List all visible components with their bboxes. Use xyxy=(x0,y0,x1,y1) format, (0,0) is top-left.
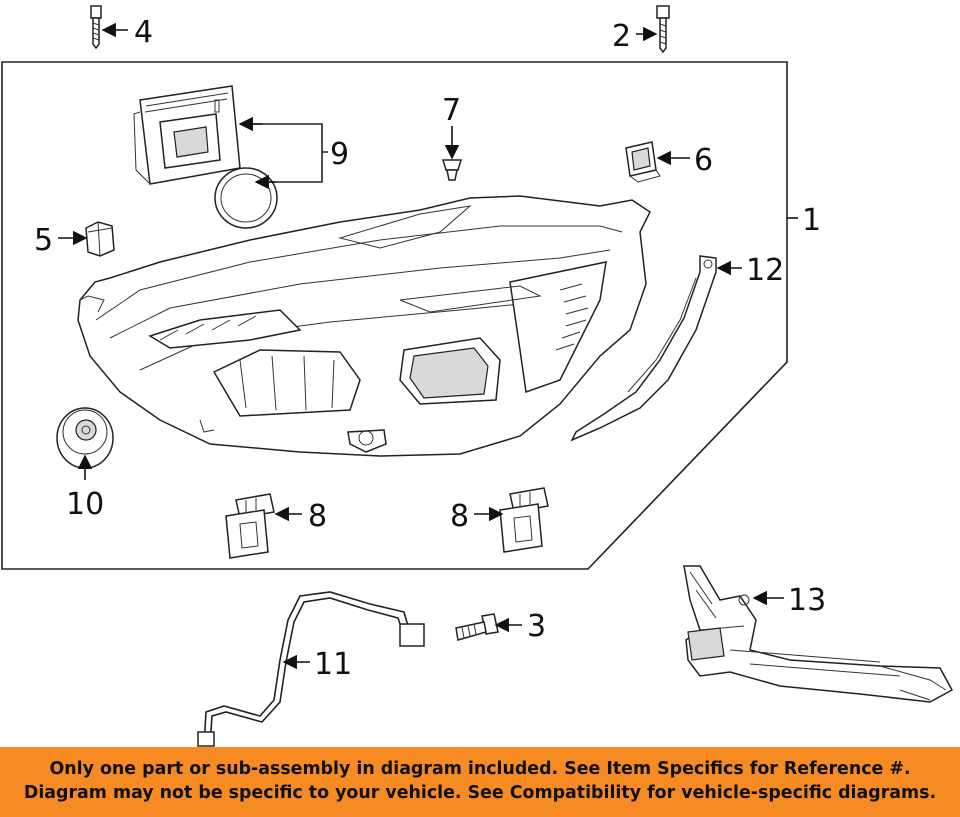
bracket-part-13 xyxy=(683,565,954,703)
callout-7: 7 xyxy=(442,93,461,128)
clip-part-7 xyxy=(441,159,463,181)
bolt-part-4 xyxy=(90,5,102,50)
callout-8-left: 8 xyxy=(308,499,327,534)
socket-part-8-right xyxy=(499,487,549,553)
callout-9: 9 xyxy=(330,137,349,172)
callout-11: 11 xyxy=(314,647,352,682)
callout-8-right: 8 xyxy=(450,499,469,534)
seal-ring-part-9 xyxy=(214,167,278,229)
seal-ring-inner xyxy=(220,173,272,223)
callout-1: 1 xyxy=(802,203,821,238)
leader-9 xyxy=(244,123,328,183)
bolt-part-3 xyxy=(455,613,499,641)
headlamp-parts-diagram: 4 2 7 9 6 5 1 12 10 8 8 13 3 11 xyxy=(1,5,954,747)
callout-12: 12 xyxy=(746,253,784,288)
callout-2: 2 xyxy=(612,19,631,54)
headlamp-assembly-part-1 xyxy=(77,195,651,457)
assembly-boundary xyxy=(1,61,788,570)
disclaimer-banner: Only one part or sub-assembly in diagram… xyxy=(0,747,960,817)
wire-harness-part-11 xyxy=(197,591,425,747)
trim-strip-part-12 xyxy=(570,255,717,442)
callout-6: 6 xyxy=(694,143,713,178)
callout-5: 5 xyxy=(34,223,53,258)
control-module-part-9 xyxy=(133,85,241,185)
bolt-part-2 xyxy=(656,5,670,54)
callout-3: 3 xyxy=(527,609,546,644)
connector-part-6 xyxy=(625,141,661,183)
socket-part-8-left xyxy=(225,493,275,559)
cap-part-10 xyxy=(56,407,114,469)
nut-part-5 xyxy=(85,221,115,257)
callout-10: 10 xyxy=(66,487,104,522)
callout-4: 4 xyxy=(134,15,153,50)
callout-13: 13 xyxy=(788,583,826,618)
disclaimer-line-2: Diagram may not be specific to your vehi… xyxy=(23,783,937,803)
disclaimer-line-1: Only one part or sub-assembly in diagram… xyxy=(49,759,911,779)
